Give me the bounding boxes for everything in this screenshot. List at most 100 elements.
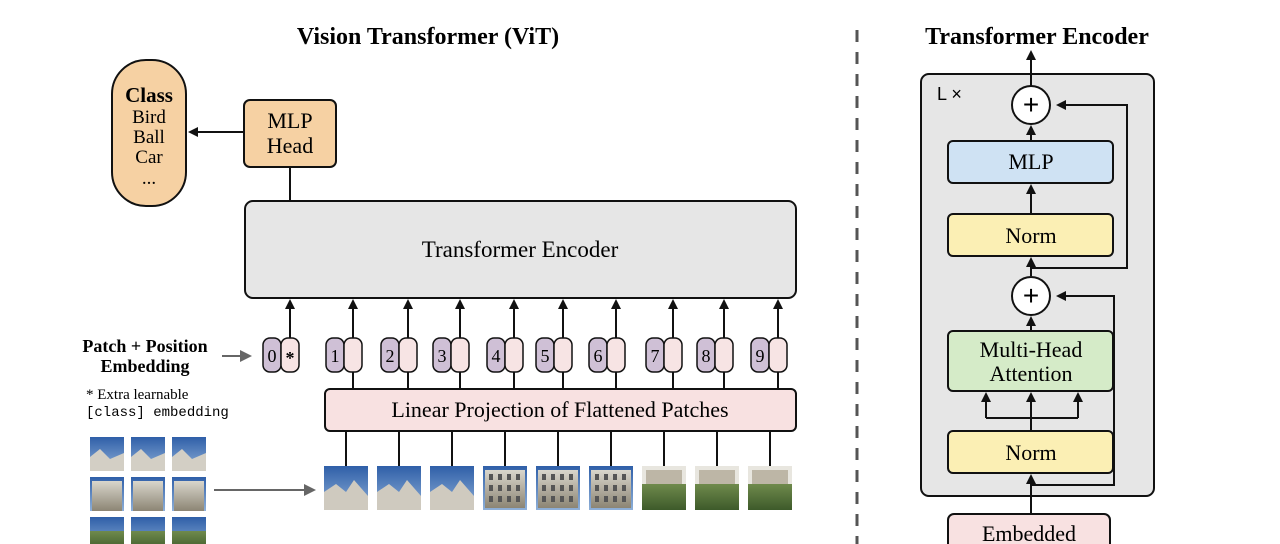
- patch-building: [646, 470, 682, 484]
- grid-patch: [131, 517, 165, 544]
- residual-bottom: [1031, 291, 1115, 486]
- patch-thumbnail: [536, 431, 580, 510]
- class-embedding-note: [class] embedding: [86, 405, 229, 421]
- token-7: 7: [645, 299, 683, 389]
- token-5: 5: [535, 299, 573, 389]
- grid-patch-ground: [172, 531, 206, 544]
- grid-patch: [172, 517, 206, 544]
- token-embedding-8: [714, 337, 734, 373]
- norm-bottom-label: Norm: [1005, 440, 1056, 465]
- patch-window: [613, 496, 617, 502]
- mlp-head-line2: Head: [267, 133, 313, 158]
- patch-ground: [748, 484, 792, 510]
- class-item-more: ...: [142, 168, 156, 189]
- token-embedding-4: [504, 337, 524, 373]
- attention-line1: Multi-Head: [980, 337, 1083, 362]
- norm-top-label: Norm: [1005, 223, 1056, 248]
- patch-thumbnail: [377, 431, 421, 510]
- patch-thumbnail: [695, 431, 739, 510]
- patch-window: [613, 485, 617, 491]
- patch-window: [507, 496, 511, 502]
- token-1: 1: [325, 299, 363, 389]
- mlp-head-line1: MLP: [267, 108, 312, 133]
- patch-ground: [695, 484, 739, 510]
- transformer-encoder-label: Transformer Encoder: [422, 237, 619, 262]
- grid-patch: [172, 477, 206, 511]
- vit-title: Vision Transformer (ViT): [297, 24, 559, 50]
- grid-patch-ground: [131, 531, 165, 544]
- patch-window: [560, 496, 564, 502]
- patch-window: [569, 474, 573, 480]
- grid-patch: [90, 437, 124, 471]
- patch-window: [507, 485, 511, 491]
- patch-building: [430, 480, 474, 510]
- patch-window: [551, 496, 555, 502]
- token-embedding-9: [768, 337, 788, 373]
- attention-line2: Attention: [989, 361, 1072, 386]
- add-bottom-symbol: +: [1023, 280, 1039, 311]
- token-index-label: 8: [702, 346, 711, 366]
- patch-window: [569, 485, 573, 491]
- patch-window: [560, 485, 564, 491]
- patch-window: [516, 485, 520, 491]
- add-top-circle: [1011, 85, 1051, 125]
- patch-window: [604, 474, 608, 480]
- grid-patch-building: [131, 449, 165, 471]
- patch-window: [569, 496, 573, 502]
- patch-window: [604, 485, 608, 491]
- patch-building: [324, 480, 368, 510]
- token-embedding-1: [343, 337, 363, 373]
- repeat-label: L ×: [937, 84, 962, 104]
- grid-patch-ground: [90, 531, 124, 544]
- token-3: 3: [432, 299, 470, 389]
- patch-embedding-line2: Embedding: [100, 356, 189, 376]
- patch-embedding-line1: Patch + Position: [82, 336, 207, 356]
- patch-window: [622, 474, 626, 480]
- patch-window: [613, 474, 617, 480]
- mlp-label: MLP: [1008, 149, 1053, 174]
- class-box: [111, 59, 187, 207]
- patch-window: [516, 496, 520, 502]
- patch-window: [542, 485, 546, 491]
- extra-learnable-note: * Extra learnable: [86, 387, 189, 403]
- patch-window: [595, 474, 599, 480]
- patch-window: [498, 496, 502, 502]
- token-index-label: 3: [438, 346, 447, 366]
- patch-window: [489, 474, 493, 480]
- patch-window: [489, 496, 493, 502]
- patch-window: [551, 474, 555, 480]
- token-2: 2: [380, 299, 418, 389]
- patch-thumbnail: [430, 431, 474, 510]
- token-4: 4: [486, 299, 524, 389]
- token-0: 0*: [262, 299, 300, 373]
- patch-window: [489, 485, 493, 491]
- patch-thumbnail: [324, 431, 368, 510]
- patch-window: [516, 474, 520, 480]
- residual-top: [1031, 100, 1128, 269]
- token-index-label: 1: [331, 346, 340, 366]
- patch-window: [498, 485, 502, 491]
- grid-patch-facade: [174, 481, 204, 511]
- patch-window: [498, 474, 502, 480]
- token-index-label: 0: [268, 346, 277, 366]
- grid-patch-facade: [133, 481, 163, 511]
- transformer-encoder-box: [244, 200, 797, 299]
- class-heading: Class: [125, 83, 173, 107]
- patch-window: [507, 474, 511, 480]
- token-index-label: 5: [541, 346, 550, 366]
- embedded-box: [947, 513, 1111, 544]
- patch-window: [604, 496, 608, 502]
- patch-building: [699, 470, 735, 484]
- patch-building: [752, 470, 788, 484]
- patch-thumbnail: [483, 431, 527, 510]
- token-6: 6: [588, 299, 626, 389]
- grid-patch: [90, 477, 124, 511]
- token-embedding-2: [398, 337, 418, 373]
- embedded-label: Embedded: [982, 521, 1076, 544]
- grid-patch-building: [90, 449, 124, 471]
- patch-thumbnail: [748, 431, 792, 510]
- patch-window: [542, 496, 546, 502]
- patch-thumbnail: [589, 431, 633, 510]
